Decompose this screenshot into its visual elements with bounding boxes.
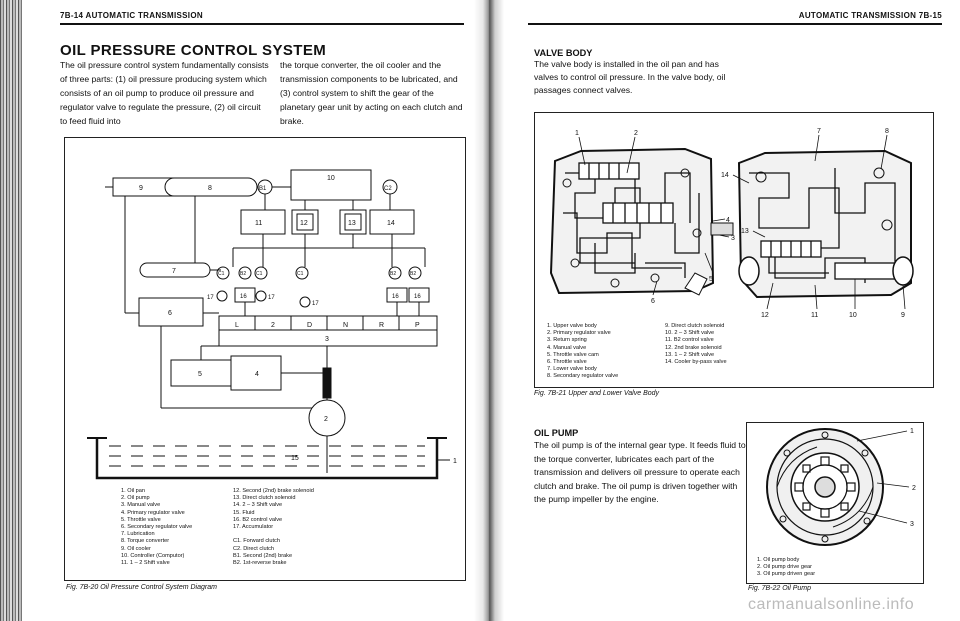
label-16-c: 16 — [414, 294, 421, 300]
valve-body-illustration: 1 2 4 3 5 6 7 8 14 13 12 11 10 9 — [549, 128, 914, 319]
gear-d: D — [307, 322, 312, 329]
label-b2-a: B2 — [240, 271, 246, 277]
gear-r: R — [379, 322, 384, 329]
shift-valve-2-3 — [369, 209, 415, 235]
pump-callout-2: 2 — [912, 485, 916, 492]
label-b2-b: B2 — [390, 271, 396, 277]
watermark: carmanualsonline.info — [748, 596, 915, 613]
label-6: 6 — [168, 310, 172, 317]
valve-callout-5: 5 — [709, 276, 713, 283]
label-5: 5 — [198, 371, 202, 378]
oil-pump-title: OIL PUMP — [534, 428, 579, 438]
figure-caption-7b-22: Fig. 7B-22 Oil Pump — [748, 585, 812, 592]
valve-callout-7: 7 — [817, 128, 821, 135]
right-page: AUTOMATIC TRANSMISSION 7B-15 VALVE BODY … — [504, 0, 960, 621]
valve-legend-left: 1. Upper valve body 2. Primary regulator… — [547, 323, 619, 380]
intro-paragraph-col2: the torque converter, the oil cooler and… — [280, 60, 463, 126]
valve-callout-4: 4 — [726, 217, 730, 224]
gear-2: 2 — [271, 322, 275, 329]
label-17-a: 17 — [207, 295, 214, 301]
figure-caption-7b-21: Fig. 7B-21 Upper and Lower Valve Body — [534, 390, 660, 397]
valve-callout-10: 10 — [849, 312, 857, 319]
oil-cooler-box — [112, 177, 174, 197]
center-binding-fold — [474, 0, 504, 621]
label-16-a: 16 — [240, 294, 247, 300]
valve-callout-14: 14 — [721, 172, 729, 179]
valve-callout-12: 12 — [761, 312, 769, 319]
gear-n: N — [343, 322, 348, 329]
label-4: 4 — [255, 371, 259, 378]
label-15: 15 — [291, 455, 299, 462]
valve-callout-1: 1 — [575, 130, 579, 137]
label-c2: C2 — [384, 186, 392, 192]
valve-callout-8: 8 — [885, 128, 889, 135]
figure-oil-pump: 1 2 3 1. Oil pump body 2. Oil pump drive… — [746, 422, 924, 584]
valve-legend-right: 9. Direct clutch solenoid 10. 2 – 3 Shif… — [665, 323, 727, 366]
label-b1: B1 — [259, 186, 267, 192]
pump-legend: 1. Oil pump body 2. Oil pump drive gear … — [757, 557, 816, 578]
label-17-c: 17 — [312, 301, 319, 307]
pump-callout-3: 3 — [910, 521, 914, 528]
valve-body-paragraph: The valve body is installed in the oil p… — [534, 59, 726, 95]
shift-valve-1-2 — [240, 209, 286, 235]
primary-regulator — [230, 355, 282, 391]
secondary-regulator-box — [138, 297, 204, 327]
label-13: 13 — [348, 220, 356, 227]
diagram-legend-right: 12. Second (2nd) brake solenoid 13. Dire… — [233, 488, 314, 567]
label-10: 10 — [327, 175, 335, 182]
left-binding-edge — [0, 0, 22, 621]
label-14: 14 — [387, 220, 395, 227]
figure-valve-body: 1 2 4 3 5 6 7 8 14 13 12 11 10 9 1. Uppe… — [534, 112, 934, 388]
intro-paragraph-col1: The oil pressure control system fundamen… — [60, 60, 269, 126]
label-9: 9 — [139, 185, 143, 192]
oil-pressure-control-diagram: 9 8 B1 10 C2 11 12 13 14 7 6 C1 B2 C1 C1… — [87, 169, 457, 480]
right-header-rule — [528, 23, 942, 25]
label-8: 8 — [208, 185, 212, 192]
gear-l: L — [235, 322, 239, 329]
valve-callout-6: 6 — [651, 298, 655, 305]
valve-callout-3: 3 — [731, 235, 735, 242]
left-page: 7B-14 AUTOMATIC TRANSMISSION OIL PRESSUR… — [22, 0, 474, 621]
label-3: 3 — [325, 336, 329, 343]
label-b2-c: B2 — [410, 271, 416, 277]
label-16-b: 16 — [392, 294, 399, 300]
pump-callout-1: 1 — [910, 428, 914, 435]
valve-callout-11: 11 — [811, 312, 818, 319]
oil-pump-illustration: 1 2 3 — [766, 428, 916, 546]
label-c1-c: C1 — [297, 271, 304, 277]
figure-oil-pressure-diagram: 9 8 B1 10 C2 11 12 13 14 7 6 C1 B2 C1 C1… — [64, 137, 466, 581]
valve-callout-13: 13 — [741, 228, 749, 235]
label-c1-a: C1 — [218, 271, 225, 277]
label-1: 1 — [453, 458, 457, 465]
oil-pan — [95, 438, 439, 480]
left-header-rule — [60, 23, 464, 25]
controller-box — [290, 169, 372, 201]
left-page-header: 7B-14 AUTOMATIC TRANSMISSION — [60, 11, 203, 20]
label-c1-b: C1 — [256, 271, 263, 277]
diagram-legend-left: 1. Oil pan 2. Oil pump 3. Manual valve 4… — [121, 488, 193, 567]
valve-callout-2: 2 — [634, 130, 638, 137]
label-12: 12 — [300, 220, 308, 227]
label-17-b: 17 — [268, 295, 275, 301]
right-page-header: AUTOMATIC TRANSMISSION 7B-15 — [798, 11, 942, 20]
valve-body-title: VALVE BODY — [534, 48, 593, 58]
oil-pump-paragraph: The oil pump is of the internal gear typ… — [534, 440, 746, 504]
section-title: OIL PRESSURE CONTROL SYSTEM — [60, 42, 327, 59]
figure-caption-7b-20: Fig. 7B-20 Oil Pressure Control System D… — [66, 584, 217, 591]
label-2: 2 — [324, 416, 328, 423]
label-11: 11 — [255, 220, 262, 227]
valve-callout-9: 9 — [901, 312, 905, 319]
gear-p: P — [415, 322, 420, 329]
label-7: 7 — [172, 268, 176, 275]
